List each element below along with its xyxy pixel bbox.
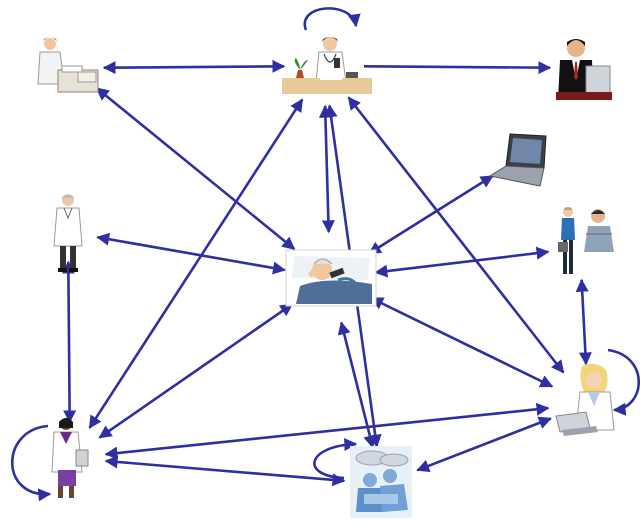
edge-receptionist-to-business-man: [363, 61, 552, 75]
edge-nurse-filing-to-patient-phone: [95, 87, 296, 251]
edges-layer: [61, 59, 592, 487]
edge-surgery-to-doctor-laptop: [416, 416, 552, 473]
edge-nurse-and-doctor-to-patient-phone: [374, 246, 550, 278]
doctor-with-laptop-icon: [555, 363, 615, 436]
edge-patient-phone-to-doctor-laptop: [370, 297, 554, 388]
laptop-icon: [488, 133, 547, 187]
edge-physician-standing-to-female-doctor: [61, 260, 77, 424]
edge-nurse-and-doctor-to-doctor-laptop: [575, 278, 592, 366]
business-man-computer-icon: [556, 39, 612, 100]
edge-nurse-filing-to-receptionist: [102, 59, 286, 75]
female-doctor-clipboard-icon: [51, 418, 89, 498]
self-loop-surgery: [313, 437, 358, 480]
edge-receptionist-to-female-doctor: [88, 98, 304, 429]
self-loop-receptionist: [303, 7, 361, 31]
patient-on-phone-icon: [285, 249, 377, 307]
edge-receptionist-to-patient-phone: [318, 104, 335, 234]
physician-standing-icon: [53, 194, 83, 272]
edge-female-doctor-to-doctor-laptop: [104, 402, 550, 460]
edge-female-doctor-to-surgery: [104, 455, 346, 487]
self-loop-female-doctor: [11, 424, 52, 502]
edge-physician-standing-to-patient-phone: [96, 232, 286, 275]
edge-laptop-to-patient-phone: [367, 174, 494, 255]
nurse-and-doctor-icon: [558, 207, 614, 274]
edge-patient-phone-to-female-doctor: [98, 303, 294, 439]
self-loops-layer: [11, 7, 640, 502]
self-loop-doctor-laptop: [607, 348, 640, 416]
nurse-filing-icon: [37, 37, 99, 93]
receptionist-phone-icon: [282, 37, 372, 94]
surgery-team-icon: [350, 446, 412, 518]
